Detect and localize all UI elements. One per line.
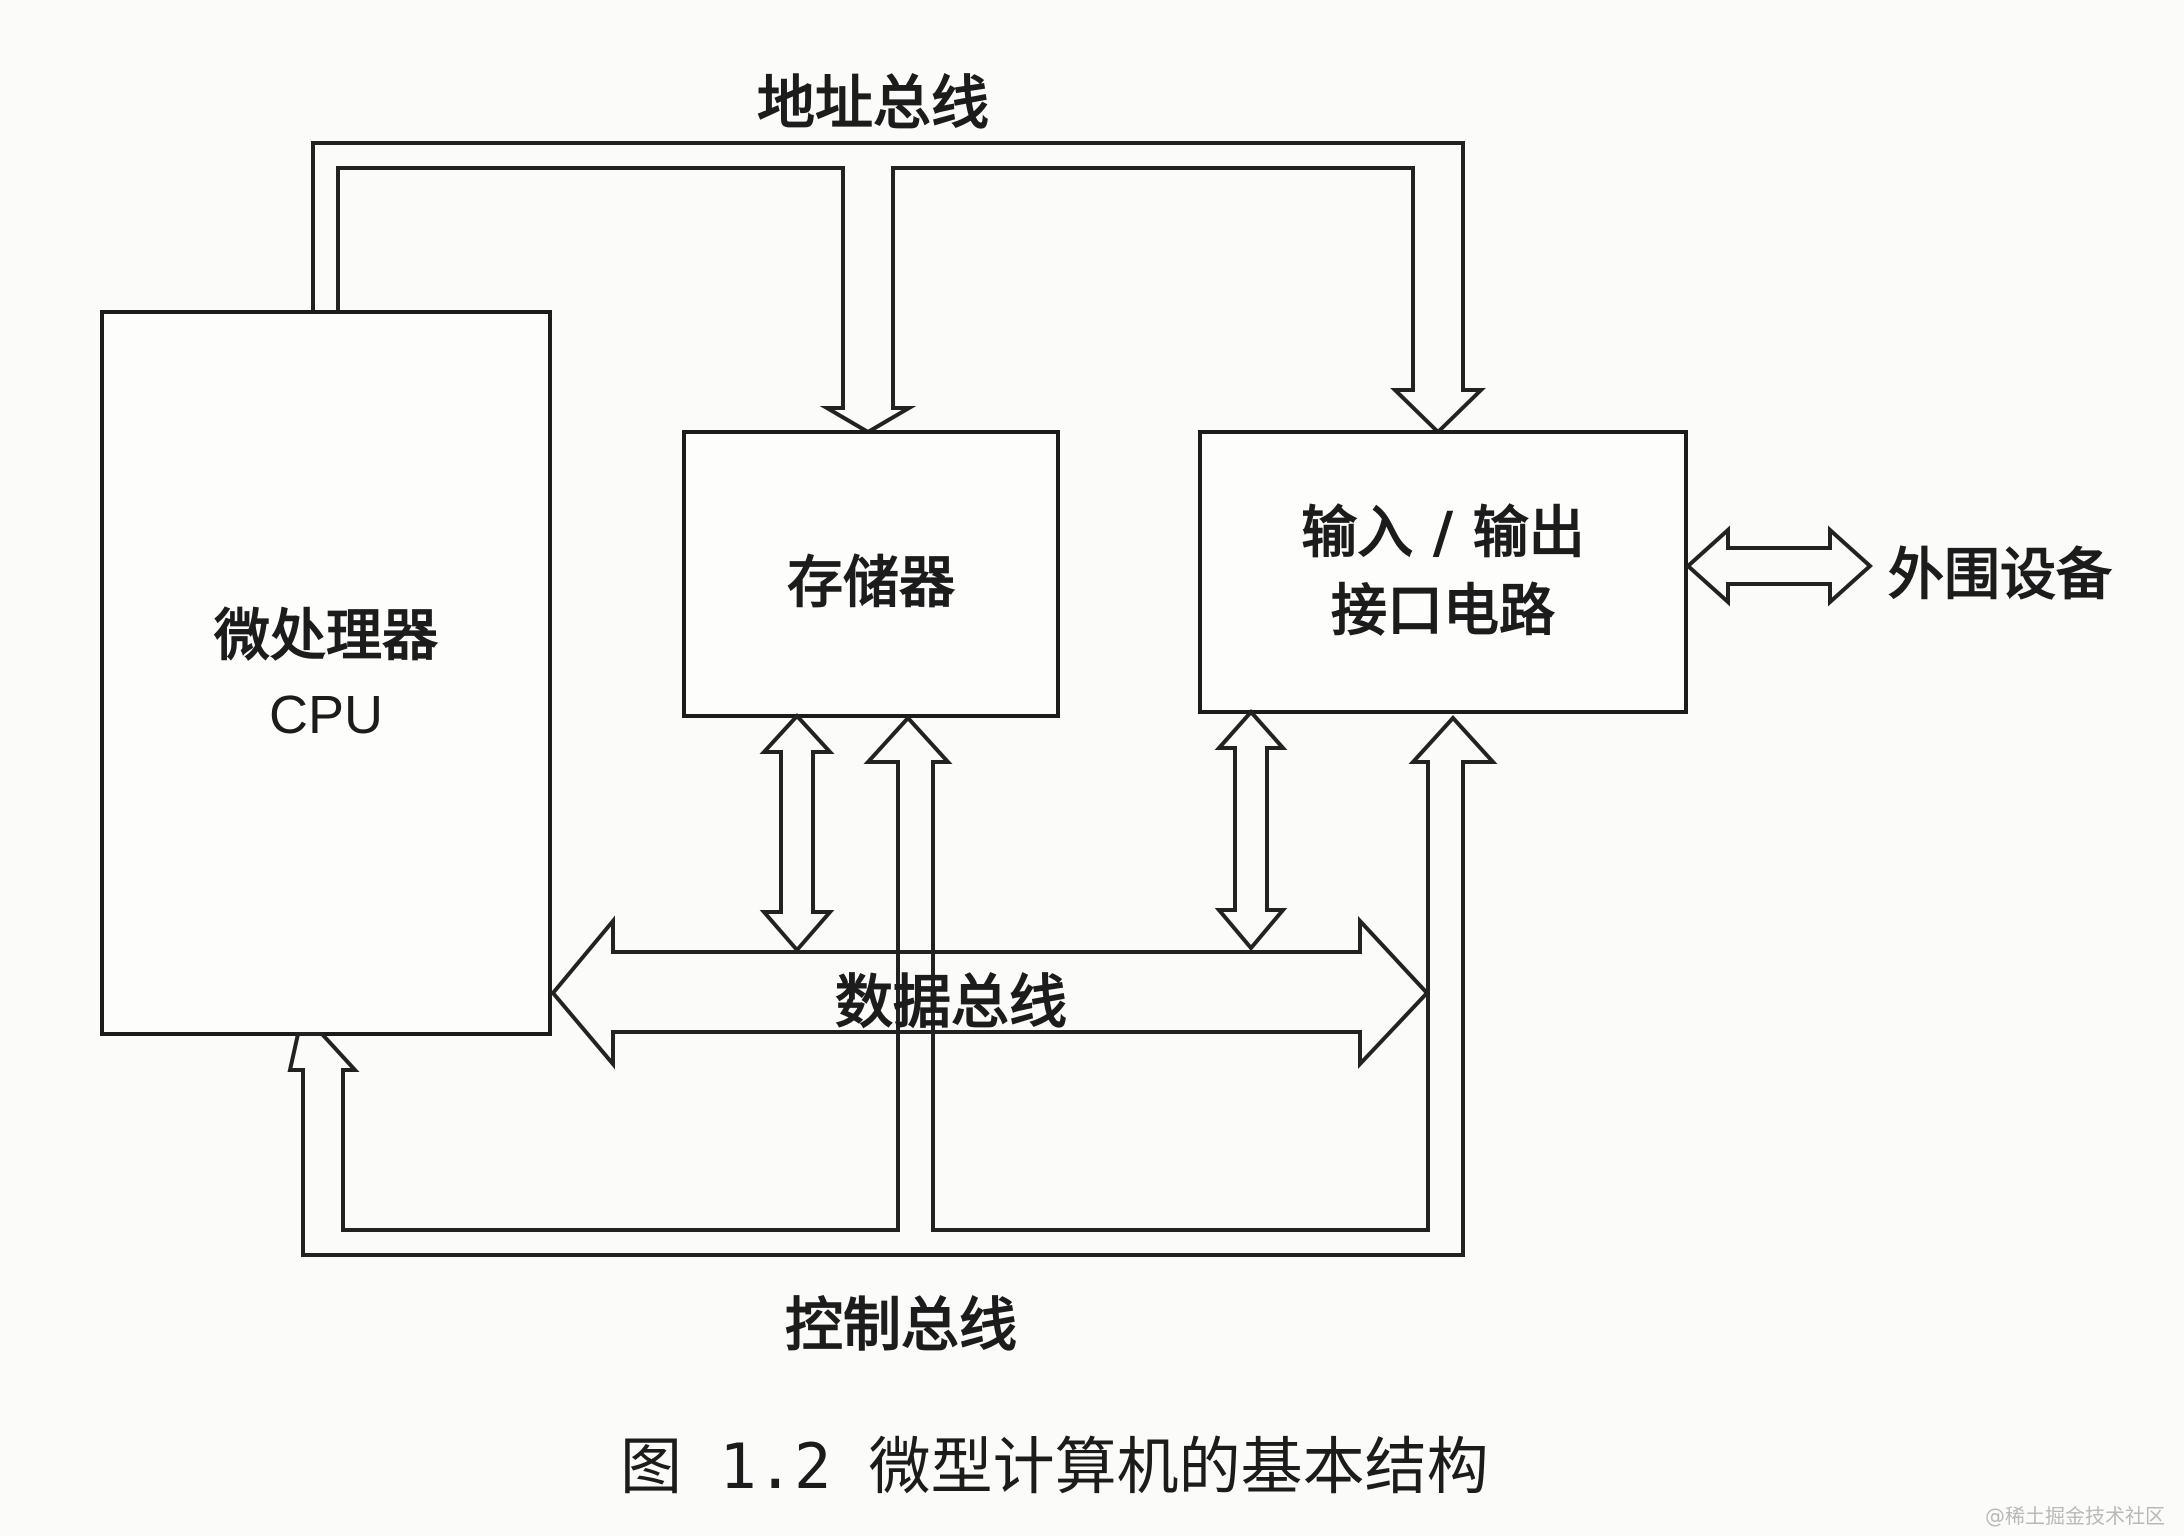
address-bus-label: 地址总线	[757, 69, 990, 137]
cpu-label-line2: CPU	[268, 685, 383, 745]
memory-box	[682, 430, 1060, 718]
io-label-line2: 接口电路	[1331, 579, 1555, 644]
cpu-label: 微处理器 CPU	[102, 598, 550, 754]
memory-data-link	[759, 713, 835, 954]
memory-label: 存储器	[787, 551, 955, 616]
io-box	[1198, 430, 1688, 714]
io-label: 输入 / 输出 接口电路	[1200, 495, 1686, 651]
io-peripheral-link	[1685, 525, 1873, 607]
control-bus-rail	[287, 715, 1498, 1257]
address-bus-outer	[311, 141, 1486, 435]
control-bus-label: 控制总线	[785, 1291, 1018, 1359]
io-data-link	[1214, 708, 1288, 952]
cpu-label-line1: 微处理器	[214, 604, 438, 669]
data-bus-arrow	[550, 915, 1430, 1070]
peripheral-label: 外围设备	[1888, 543, 2112, 608]
io-label-line1: 输入 / 输出	[1301, 501, 1585, 566]
cpu-box	[100, 310, 552, 1036]
watermark: @稀土掘金技术社区	[1985, 1504, 2165, 1528]
data-bus-label: 数据总线	[835, 968, 1068, 1036]
figure-caption: 图 1.2 微型计算机的基本结构	[620, 1430, 1489, 1503]
